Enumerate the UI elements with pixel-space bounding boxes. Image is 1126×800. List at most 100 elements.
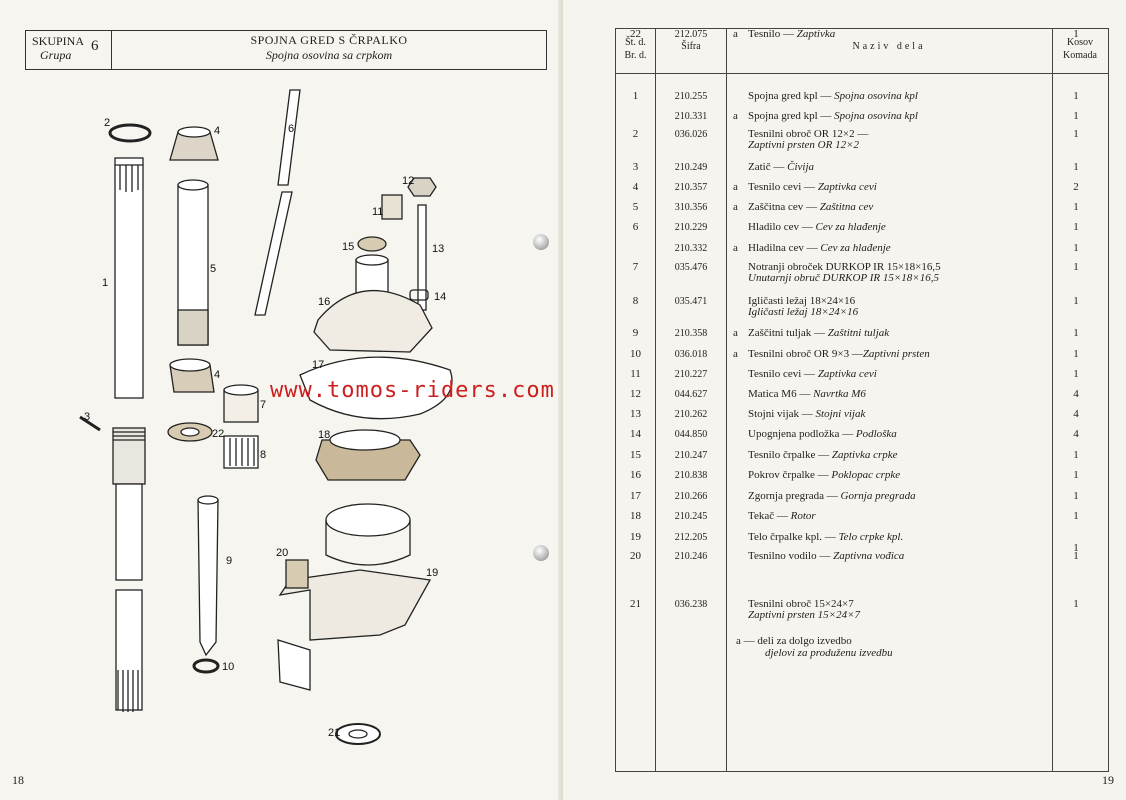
description-translation: Poklopac crpke — [831, 469, 901, 481]
part-code: 210.247 — [674, 450, 708, 461]
quantity: 1 — [1073, 261, 1079, 273]
quantity: 4 — [1073, 408, 1079, 420]
description-line: Tesnilno vodilo — — [748, 550, 834, 562]
quantity: 1 — [1073, 242, 1079, 254]
skupina-label: SKUPINA — [32, 34, 85, 48]
row-number: 20 — [630, 550, 641, 562]
part-code: 210.838 — [674, 470, 708, 481]
part-description: Zatič — Čivija — [748, 162, 1048, 173]
part-code: 210.332 — [674, 243, 708, 254]
watermark: www.tomos-riders.com — [270, 378, 555, 403]
part-description: Tesnilni obroč OR 9×3 —Zaptivni prsten — [748, 349, 1048, 360]
row-number: 21 — [630, 598, 641, 610]
description-translation: Zaptivka — [796, 28, 836, 40]
description-translation: Zaštitna cev — [819, 201, 874, 213]
row-number: 16 — [630, 469, 641, 481]
row-number: 15 — [630, 449, 641, 461]
callout-9: 9 — [226, 555, 232, 567]
part-description: Upognjena podložka — Podloška — [748, 429, 1048, 440]
header-kosov: Kosov — [1066, 37, 1094, 48]
description-line: Matica M6 — — [748, 388, 814, 400]
quantity: 2 — [1073, 181, 1079, 193]
quantity: 1 — [1073, 542, 1079, 554]
part-description: Zgornja pregrada — Gornja pregrada — [748, 491, 1048, 502]
description-line: Tesnilo cevi — — [748, 368, 818, 380]
description-translation: Telo crpke kpl. — [838, 531, 904, 543]
description-line: Tesnilo cevi — — [748, 181, 818, 193]
note-line-2: djelovi za produženu izvedbu — [765, 647, 893, 659]
part-description: Matica M6 — Navrtka M6 — [748, 389, 1048, 400]
variant-mark: a — [733, 201, 738, 213]
callout-12: 12 — [402, 175, 414, 187]
part-code: 210.249 — [674, 162, 708, 173]
part-code: 210.266 — [674, 491, 708, 502]
quantity: 1 — [1073, 510, 1079, 522]
part-code: 036.026 — [674, 129, 708, 140]
description-line: Upognjena podložka — — [748, 428, 856, 440]
part-description: Telo črpalke kpl. — Telo crpke kpl. — [748, 532, 1048, 543]
description-line: Zatič — — [748, 161, 788, 173]
quantity: 1 — [1073, 469, 1079, 481]
row-number: 12 — [630, 388, 641, 400]
variant-mark: a — [733, 28, 738, 40]
callout-15: 15 — [342, 241, 354, 253]
description-translation-line: Zaptivni prsten OR 12×2 — [748, 139, 860, 151]
part-code: 210.262 — [674, 409, 708, 420]
description-line: Hladilo cev — — [748, 221, 816, 233]
part-code: 035.471 — [674, 296, 708, 307]
quantity: 1 — [1073, 348, 1079, 360]
part-code: 210.358 — [674, 328, 708, 339]
variant-mark: a — [733, 348, 738, 360]
exploded-parts-diagram: 1 2 3 4 5 4 7 22 8 6 12 11 15 13 16 14 1… — [79, 89, 453, 745]
row-number: 3 — [632, 161, 639, 173]
part-description: Tekač — Rotor — [748, 511, 1048, 522]
variant-mark: a — [733, 242, 738, 254]
quantity: 1 — [1073, 161, 1079, 173]
left-page: SKUPINA Grupa 6 SPOJNA GRED S ČRPALKO Sp… — [12, 30, 555, 787]
callout-1: 1 — [102, 277, 108, 289]
description-line: Tesnilo črpalke — — [748, 449, 832, 461]
part-description: Hladilo cev — Cev za hlađenje — [748, 222, 1048, 233]
row-number: 17 — [630, 490, 641, 502]
row-number: 22 — [630, 28, 641, 40]
callout-20: 20 — [276, 547, 288, 559]
part-description: Tesnilo cevi — Zaptivka cevi — [748, 182, 1048, 193]
part-code: 210.245 — [674, 511, 708, 522]
description-line: Hladilna cev — — [748, 242, 821, 254]
row-number: 13 — [630, 408, 641, 420]
callout-16: 16 — [318, 296, 330, 308]
part-code: 212.075 — [674, 29, 708, 40]
quantity: 1 — [1073, 598, 1079, 610]
description-line: Tesnilo — — [748, 28, 797, 40]
right-page: Št. d. Br. d. Šifra Naziv dela Kosov Kom… — [563, 0, 1126, 800]
quantity: 1 — [1073, 128, 1079, 140]
callout-10: 10 — [222, 661, 234, 673]
page-number-left: 18 — [12, 773, 24, 787]
callout-22: 22 — [212, 428, 224, 440]
description-line: Zaščitni tuljak — — [748, 327, 828, 339]
description-translation-line: Zaptivni prsten 15×24×7 — [748, 609, 861, 621]
part-description: Stojni vijak — Stojni vijak — [748, 409, 1048, 420]
description-line: Telo črpalke kpl. — — [748, 531, 839, 543]
quantity: 1 — [1073, 90, 1079, 102]
header-sifra: Šifra — [681, 41, 701, 52]
description-translation: Zaštitni tuljak — [827, 327, 890, 339]
part-code: 210.246 — [674, 551, 708, 562]
header-br-d: Br. d. — [624, 50, 647, 61]
description-translation: Zaptivka cevi — [817, 368, 877, 380]
description-translation: Cev za hlađenje — [815, 221, 886, 233]
variant-mark: a — [733, 110, 738, 122]
callout-4b: 4 — [214, 369, 220, 381]
callout-14: 14 — [434, 291, 446, 303]
description-line: Tekač — — [748, 510, 791, 522]
row-number: 7 — [632, 261, 639, 273]
note-line-1: a — deli za dolgo izvedbo — [736, 635, 852, 647]
callout-18: 18 — [318, 429, 330, 441]
part-description: Tesnilno vodilo — Zaptivna vođica — [748, 551, 1048, 562]
description-translation: Navrtka M6 — [813, 388, 866, 400]
part-code: 036.238 — [674, 599, 708, 610]
part-code: 210.331 — [674, 111, 708, 122]
part-code: 044.850 — [674, 429, 708, 440]
description-translation-line: Unutarnji obruč DURKOP IR 15×18×16,5 — [748, 272, 939, 284]
